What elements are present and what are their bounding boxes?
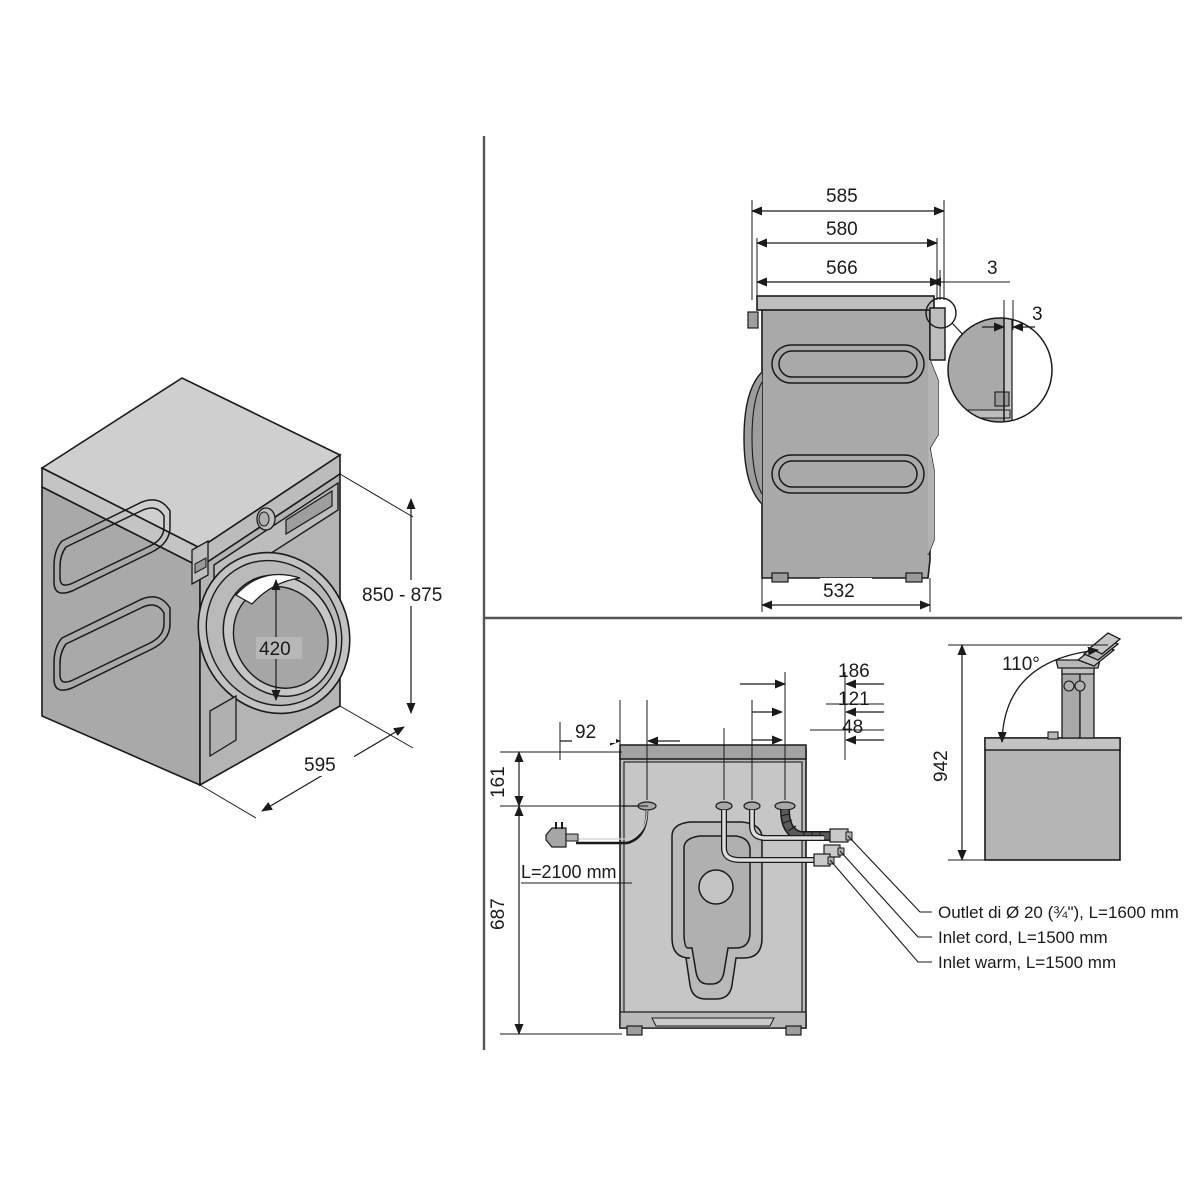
rear-view: Outlet di Ø 20 (¾"), L=1600 mm Inlet cor… xyxy=(488,661,1179,1036)
open-door-assembly xyxy=(1055,632,1122,739)
side-view-embossing xyxy=(771,344,925,494)
dim-580-label: 580 xyxy=(826,219,858,240)
dim-566: 566 xyxy=(756,255,941,300)
annotation-leaders xyxy=(829,835,932,963)
dim-186-label: 186 xyxy=(838,661,870,682)
dim-585-label: 585 xyxy=(826,186,858,207)
cord-length-label: L=2100 mm xyxy=(521,862,617,882)
sheet-dividers xyxy=(482,136,1182,1050)
detail-enlargement: 3 xyxy=(947,300,1053,423)
foot xyxy=(785,1025,802,1036)
dim-depth-label: 595 xyxy=(304,755,336,776)
dim-585: 585 xyxy=(751,183,945,300)
foot xyxy=(626,1025,643,1036)
dim-942-label: 942 xyxy=(931,750,952,782)
dim-height-label: 850 - 875 xyxy=(362,585,442,606)
annotation-outlet: Outlet di Ø 20 (¾"), L=1600 mm xyxy=(938,903,1179,922)
dim-48: 48 xyxy=(723,717,884,800)
dim-92: 92 xyxy=(559,700,680,800)
dim-depth: 595 xyxy=(199,726,405,819)
annotation-inlet-cord: Inlet cord, L=1500 mm xyxy=(938,928,1108,947)
side-view: 585 580 566 3 xyxy=(743,183,1053,612)
dim-121: 121 xyxy=(751,689,884,800)
isometric-view: 850 - 875 595 420 xyxy=(40,377,466,819)
dim-detail-gap-label: 3 xyxy=(1032,304,1043,325)
dim-92-label: 92 xyxy=(575,722,596,743)
dim-942: 942 xyxy=(931,644,1108,861)
dim-161: 161 xyxy=(488,751,648,807)
foot xyxy=(771,572,789,583)
dim-48-label: 48 xyxy=(842,717,863,738)
dim-121-label: 121 xyxy=(838,689,870,710)
inlet-warm-hose xyxy=(715,801,835,867)
foot xyxy=(905,572,923,583)
dim-532-label: 532 xyxy=(823,581,855,602)
door-open-view: 110° 942 xyxy=(931,632,1122,861)
dim-532: 532 xyxy=(761,578,931,612)
dim-door-diameter: 420 xyxy=(256,579,302,701)
power-plug xyxy=(545,827,567,848)
dim-angle: 110° xyxy=(997,646,1099,743)
dim-gap-3-label: 3 xyxy=(987,258,998,279)
detail-callout-circle xyxy=(925,297,957,329)
dim-580: 580 xyxy=(756,216,938,300)
rear-service-panel xyxy=(671,821,763,1000)
dim-gap-3: 3 xyxy=(930,258,1010,287)
side-panel-embossing xyxy=(53,499,171,691)
dim-687-label: 687 xyxy=(488,898,509,930)
dim-566-label: 566 xyxy=(826,258,858,279)
dim-687: 687 xyxy=(488,805,622,1035)
dim-161-label: 161 xyxy=(488,766,509,798)
dim-height: 850 - 875 xyxy=(339,473,466,749)
dim-angle-label: 110° xyxy=(1002,654,1040,675)
dim-door-diameter-label: 420 xyxy=(259,639,291,660)
annotation-inlet-warm: Inlet warm, L=1500 mm xyxy=(938,953,1116,972)
